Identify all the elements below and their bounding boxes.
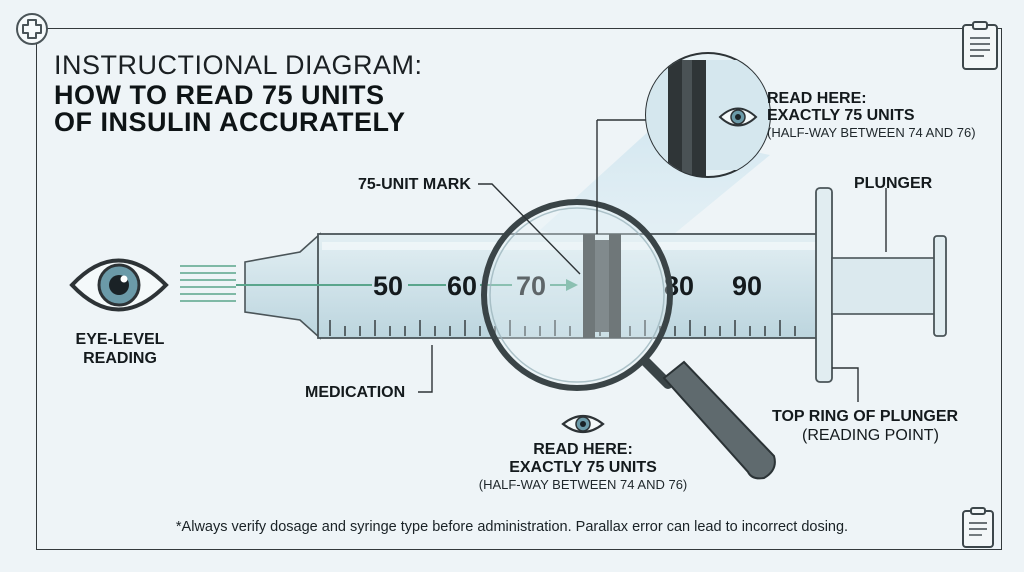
eye-level-label-line-1: EYE-LEVEL [75, 331, 165, 348]
eye-icon [69, 258, 169, 312]
magnifier-handle [641, 357, 776, 480]
eye-icon [718, 107, 758, 127]
plunger-label: PLUNGER [854, 175, 933, 192]
magnifier-lens-glass [484, 202, 670, 388]
eye-level-label: EYE-LEVEL READING [60, 330, 180, 368]
plunger-flange [815, 187, 833, 383]
top-ring-label: TOP RING OF PLUNGER [772, 408, 959, 425]
read-here-bottom-value: EXACTLY 75 UNITS [509, 459, 657, 476]
clipboard-icon [962, 21, 998, 70]
read-here-bottom-note: (HALF-WAY BETWEEN 74 AND 76) [478, 477, 688, 492]
plunger-thumb [933, 235, 947, 337]
scale-label-50: 50 [373, 271, 403, 301]
scale-label-90: 90 [732, 271, 762, 301]
diagram-frame [36, 28, 1002, 550]
title-line-1: INSTRUCTIONAL DIAGRAM: [54, 50, 423, 80]
title-line-2: HOW TO READ 75 UNITS [54, 80, 385, 110]
scale-label-70: 70 [516, 271, 546, 301]
eye-icon [561, 414, 605, 434]
plunger-stopper [583, 234, 621, 338]
unit-mark-label: 75-UNIT MARK [358, 176, 471, 193]
scale-label-60: 60 [447, 271, 477, 301]
read-here-top-note: (HALF-WAY BETWEEN 74 AND 76) [767, 125, 976, 140]
read-here-bottom-label: READ HERE: [533, 441, 633, 458]
plunger-rod [831, 257, 937, 315]
pointer-lines [418, 119, 887, 402]
read-here-top-value: EXACTLY 75 UNITS [767, 107, 915, 124]
top-ring-sublabel: (READING POINT) [802, 427, 939, 444]
clipboard-icon [962, 507, 994, 548]
medication-label: MEDICATION [305, 384, 406, 401]
read-here-top-label: READ HERE: [767, 90, 867, 107]
footnote: *Always verify dosage and syringe type b… [175, 519, 849, 535]
eye-level-label-line-2: READING [83, 350, 157, 367]
sight-lines [180, 265, 236, 302]
title-line-3: OF INSULIN ACCURATELY [54, 107, 406, 137]
magnifier-lens-rim [481, 199, 673, 391]
medical-cross-icon [16, 13, 48, 45]
